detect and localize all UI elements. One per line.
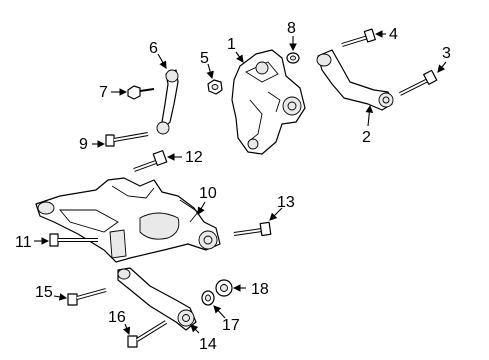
callout-5: 5 <box>200 50 209 67</box>
part-nut-7 <box>127 85 155 100</box>
part-bolt-11 <box>49 233 98 247</box>
callout-2: 2 <box>362 129 371 146</box>
part-washer-17 <box>201 290 215 306</box>
part-lower-control-arm <box>35 177 221 263</box>
callout-15: 15 <box>35 284 53 301</box>
part-long-bolt-3 <box>399 69 438 96</box>
callout-1: 1 <box>227 36 236 53</box>
part-upper-arm <box>316 49 394 111</box>
part-bolt-4 <box>341 28 376 47</box>
callout-12: 12 <box>185 149 203 166</box>
part-bolt-16 <box>127 320 168 348</box>
callout-6: 6 <box>149 40 158 57</box>
leader-lines <box>34 30 447 336</box>
callout-18: 18 <box>251 281 269 298</box>
part-bushing-18 <box>215 279 233 297</box>
callout-4: 4 <box>389 26 398 43</box>
part-bushing-8 <box>286 52 300 64</box>
part-nut-5 <box>207 79 223 95</box>
part-bolt-13 <box>233 221 272 237</box>
callout-7: 7 <box>99 84 108 101</box>
part-bolt-15 <box>67 288 107 306</box>
part-bolt-9 <box>105 132 149 147</box>
part-link-6 <box>156 69 179 135</box>
callout-17: 17 <box>222 317 240 334</box>
callout-3: 3 <box>442 45 451 62</box>
callout-13: 13 <box>277 194 295 211</box>
callout-11: 11 <box>15 234 32 251</box>
callout-9: 9 <box>79 136 88 153</box>
part-toe-link <box>117 267 197 331</box>
part-knuckle <box>231 49 306 155</box>
callout-16: 16 <box>108 309 126 326</box>
part-bolt-12 <box>133 150 168 172</box>
callout-14: 14 <box>199 336 217 353</box>
callout-10: 10 <box>199 185 217 202</box>
callout-8: 8 <box>287 20 296 37</box>
